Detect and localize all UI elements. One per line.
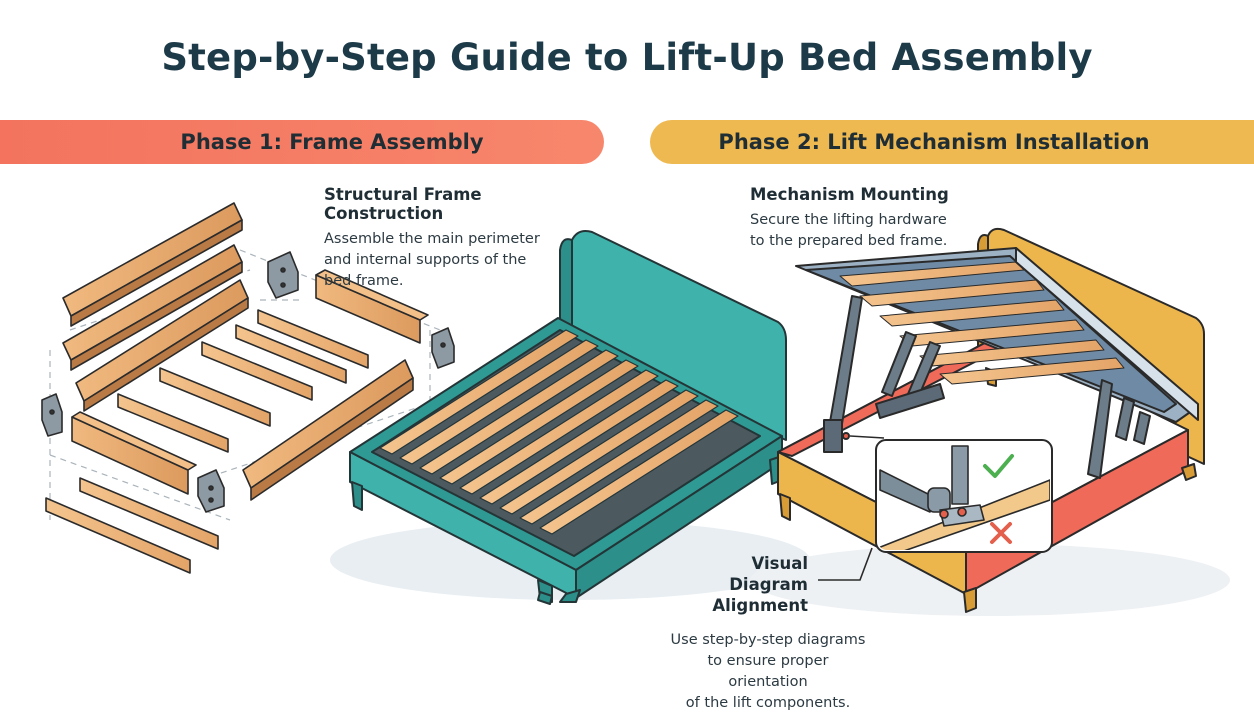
phase-2-label: Phase 2: Lift Mechanism Installation — [718, 130, 1150, 154]
gas-strut — [1087, 379, 1151, 479]
lifted-platform — [795, 247, 1199, 423]
visual-diagram-section: Visual Diagram Alignment Use step-by-ste… — [668, 553, 868, 714]
metal-bracket-icon — [41, 393, 63, 437]
metal-bracket-icon — [197, 469, 225, 513]
mechanism-mounting-body: Secure the lifting hardware to the prepa… — [750, 212, 948, 249]
wooden-rail — [71, 411, 197, 495]
wooden-slats — [45, 309, 369, 574]
metal-bracket-icon — [431, 327, 455, 369]
structural-frame-body: Assemble the main perimeter and internal… — [324, 231, 540, 289]
cross-icon — [990, 522, 1012, 544]
metal-bracket-icon — [267, 251, 299, 299]
visual-diagram-body: Use step-by-step diagrams to ensure prop… — [670, 632, 866, 711]
phase-1-label: Phase 1: Frame Assembly — [180, 130, 484, 154]
wooden-rail — [75, 279, 249, 412]
page-title: Step-by-Step Guide to Lift-Up Bed Assemb… — [161, 36, 1093, 79]
wooden-rail — [315, 269, 429, 344]
mechanism-mounting-heading: Mechanism Mounting — [750, 185, 949, 204]
check-icon — [983, 454, 1014, 478]
structural-frame-heading: Structural Frame Construction — [324, 185, 482, 223]
structural-frame-section: Structural Frame Construction Assemble t… — [324, 185, 594, 292]
platform-slats — [839, 261, 1125, 385]
visual-diagram-heading: Visual Diagram Alignment — [712, 554, 808, 615]
bed-slats — [379, 329, 739, 535]
exploded-frame-diagram — [41, 202, 455, 574]
wooden-rail — [242, 359, 414, 501]
callout-line — [818, 547, 873, 581]
phase-2-banner: Phase 2: Lift Mechanism Installation — [650, 120, 1254, 164]
wooden-rail — [62, 202, 243, 327]
assembled-bed-frame — [330, 230, 810, 605]
wooden-rail — [62, 244, 243, 371]
mechanism-mounting-section: Mechanism Mounting Secure the lifting ha… — [750, 185, 1010, 252]
phase-1-banner: Phase 1: Frame Assembly — [0, 120, 604, 164]
alignment-detail-inset — [818, 439, 1053, 581]
